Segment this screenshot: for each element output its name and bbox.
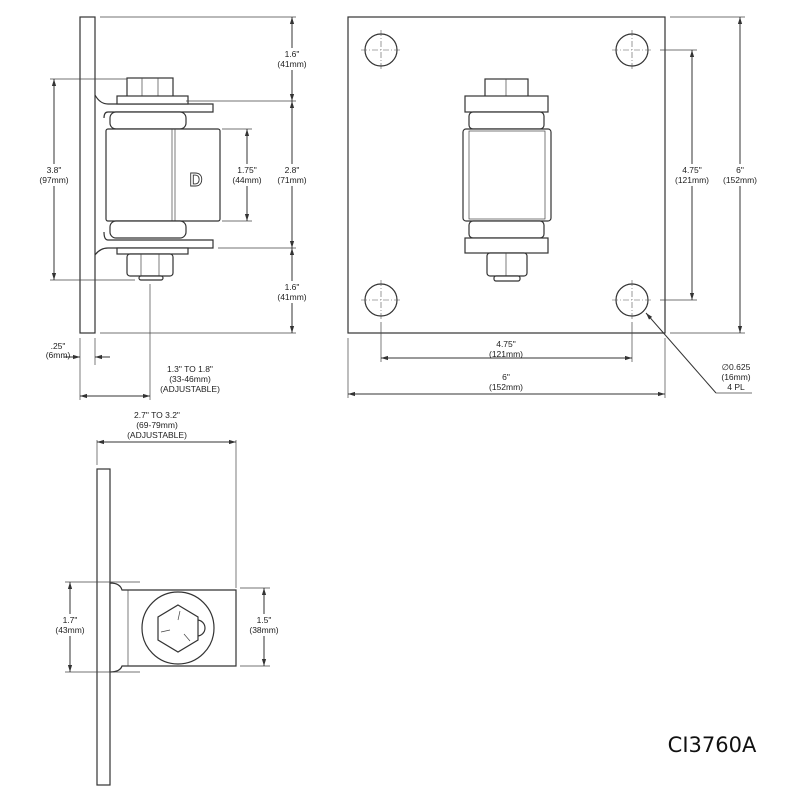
- dim-bottom-offset-mm: (41mm): [277, 292, 306, 302]
- mounting-hole: [361, 30, 401, 70]
- lower-washer: [116, 247, 189, 255]
- upper-hex-nut: [126, 77, 174, 99]
- dim-plate-thickness-mm: (6mm): [46, 350, 71, 360]
- dim-plate-width-in: 6": [502, 372, 510, 382]
- mounting-hole: [612, 30, 652, 70]
- side-view: D 1.6" (41mm) 2.8" (71mm) 1.6" (41mm) 3.…: [36, 16, 308, 400]
- dim-bracket-width-mm: (43mm): [55, 625, 84, 635]
- dim-plate-width-mm: (152mm): [489, 382, 523, 392]
- upper-bracket: [94, 94, 214, 119]
- dim-bracket-spacing-in: 2.8": [285, 165, 300, 175]
- dim-overall-height-mm: (97mm): [39, 175, 68, 185]
- upper-bushing: [109, 111, 187, 130]
- hex-bolt-head: [157, 604, 199, 653]
- part-number: CI3760A: [668, 733, 757, 757]
- dim-hole-spacing-vertical-in: 4.75": [682, 165, 702, 175]
- mounting-holes: [361, 30, 652, 320]
- dim-overall-height-in: 3.8": [47, 165, 62, 175]
- dim-bottom-offset-in: 1.6": [285, 282, 300, 292]
- dim-hole-spacing-vertical-mm: (121mm): [675, 175, 709, 185]
- dim-bracket-width-in: 1.7": [63, 615, 78, 625]
- mounting-plate-edge: [79, 16, 96, 334]
- brand-logo: D: [190, 170, 203, 190]
- dim-projection-in: 2.7" TO 3.2": [134, 410, 180, 420]
- dim-top-offset-mm: (41mm): [277, 59, 306, 69]
- dim-projection-note: (ADJUSTABLE): [127, 430, 187, 440]
- mounting-hole: [612, 280, 652, 320]
- dim-bracket-spacing-mm: (71mm): [277, 175, 306, 185]
- dim-plate-height-in: 6": [736, 165, 744, 175]
- dim-offset-mm: (33-46mm): [169, 374, 211, 384]
- dim-plate-height-mm: (152mm): [723, 175, 757, 185]
- lower-bushing: [109, 220, 187, 239]
- hole-callout-qty: 4 PL: [727, 382, 745, 392]
- dim-body-width-mm: (38mm): [249, 625, 278, 635]
- hinge-assembly-front: [462, 78, 552, 282]
- dim-projection-mm: (69-79mm): [136, 420, 178, 430]
- dim-body-width-in: 1.5": [257, 615, 272, 625]
- dim-hole-spacing-horizontal-in: 4.75": [496, 339, 516, 349]
- dim-offset-in: 1.3" TO 1.8": [167, 364, 213, 374]
- top-view: 2.7" TO 3.2" (69-79mm) (ADJUSTABLE) 1.7"…: [52, 410, 282, 786]
- lower-bracket: [94, 231, 214, 256]
- front-view: 4.75" (121mm) 6" (152mm) 4.75" (121mm) 6…: [347, 16, 762, 398]
- hole-callout-diameter: ∅0.625: [722, 362, 751, 372]
- dim-hole-spacing-horizontal-mm: (121mm): [489, 349, 523, 359]
- dim-top-offset-in: 1.6": [285, 49, 300, 59]
- dim-plate-thickness-in: .25": [51, 341, 66, 351]
- upper-washer: [116, 95, 189, 105]
- dim-body-height-mm: (44mm): [232, 175, 261, 185]
- dim-offset-note: (ADJUSTABLE): [160, 384, 220, 394]
- hinge-body: [105, 128, 221, 222]
- hole-callout-mm: (16mm): [721, 372, 750, 382]
- mounting-hole: [361, 280, 401, 320]
- mounting-plate-top: [96, 468, 111, 786]
- dim-body-height-in: 1.75": [237, 165, 257, 175]
- lower-hex-nut: [126, 253, 174, 281]
